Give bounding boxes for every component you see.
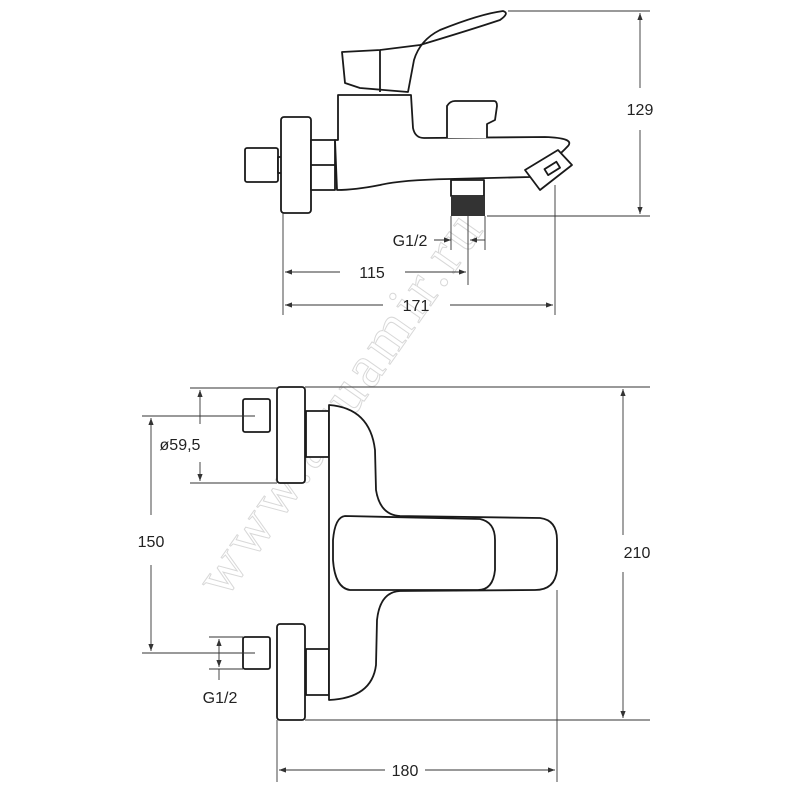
side-thread-label: G1/2 — [393, 233, 428, 250]
lever-handle — [341, 10, 507, 93]
outlet-nipple — [450, 179, 485, 197]
outlet-thread — [451, 196, 485, 216]
top-wall-flange — [276, 386, 306, 484]
stem-knob — [244, 147, 279, 183]
height-129-label: 129 — [627, 102, 654, 119]
front-view: 210 150 ø59,5 G1/2 180 — [138, 386, 651, 782]
inlet-spacing-label: 150 — [138, 534, 165, 551]
top-connector — [305, 410, 330, 458]
height-210-label: 210 — [624, 545, 651, 562]
bottom-connector — [305, 648, 330, 696]
front-thread-label: G1/2 — [203, 690, 238, 707]
top-stem-knob — [242, 398, 271, 433]
side-view: 129 G1/2 115 171 — [244, 10, 654, 315]
width-180-label: 180 — [392, 763, 419, 780]
wall-flange — [280, 116, 312, 214]
flange-diameter-label: ø59,5 — [160, 437, 201, 454]
depth-171-label: 171 — [403, 298, 430, 315]
diverter-knob — [446, 100, 498, 138]
outlet-distance-label: 115 — [359, 265, 385, 282]
bottom-wall-flange — [276, 623, 306, 721]
lever-handle-front — [332, 515, 496, 591]
